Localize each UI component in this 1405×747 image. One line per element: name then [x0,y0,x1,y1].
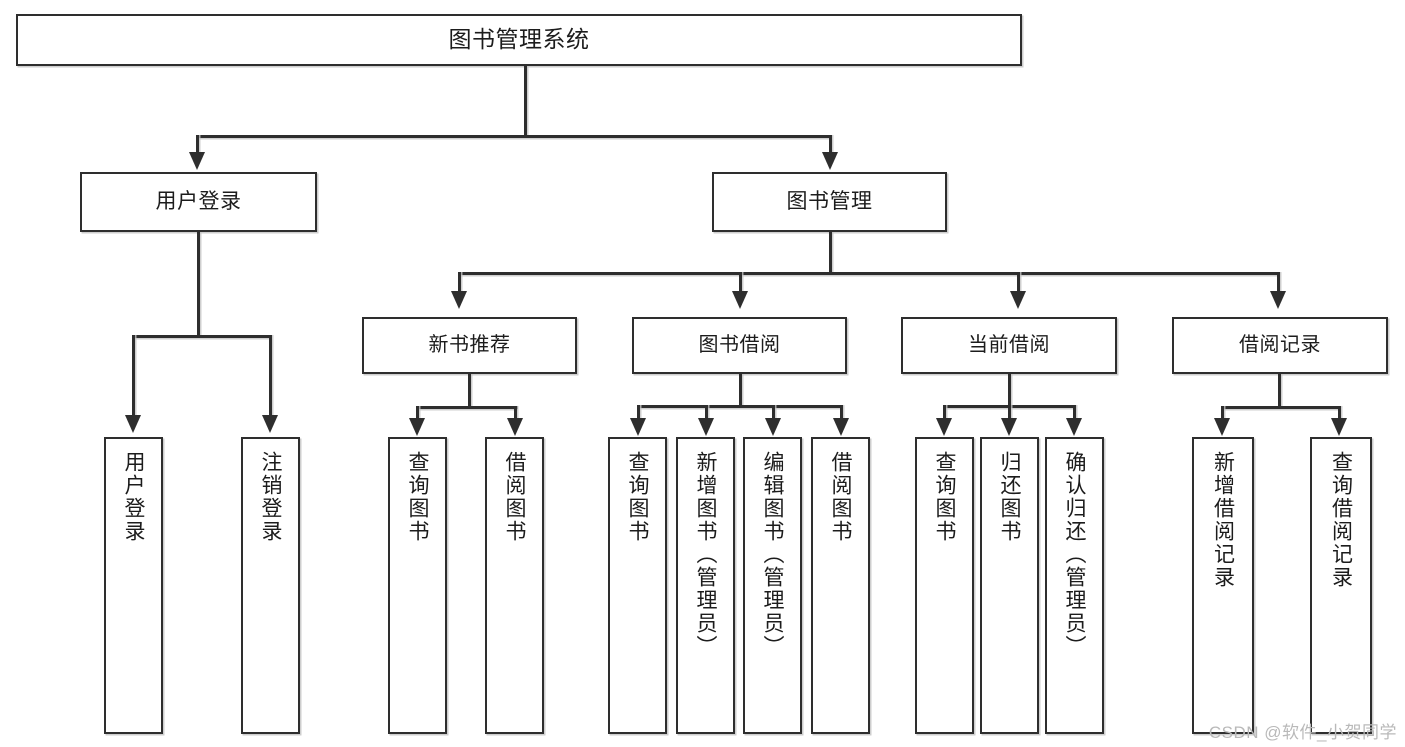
connector-user-login-bar [132,335,272,338]
node-label: 用户登录 [155,190,242,214]
connector-borrow-record-c1 [1221,406,1224,420]
connector-new-book-c2 [514,406,517,420]
connector-book-borrow-stem [739,374,742,405]
leaf-query-book-borrow[interactable]: 查询图书 [608,437,667,734]
connector-book-manage-bar [458,272,1280,275]
watermark: CSDN @软件_小贺同学 [1208,723,1397,742]
node-label: 归还图书 [998,451,1021,543]
arrowhead-book-borrow [732,291,748,309]
leaf-borrow-book[interactable]: 借阅图书 [811,437,870,734]
node-label: 用户登录 [122,451,145,543]
arrowhead-borrow-book-2 [833,418,849,436]
connector-root-to-book-manage [829,135,832,155]
arrowhead-query-record [1331,418,1347,436]
node-label: 图书借阅 [698,334,781,357]
connector-to-book-borrow [739,272,742,294]
node-label: 注销登录 [259,451,282,543]
connector-new-book-bar [416,406,518,409]
connector-to-current-borrow [1017,272,1020,294]
arrowhead-return-book [1001,418,1017,436]
leaf-query-book-recommend[interactable]: 查询图书 [388,437,447,734]
node-label: 编辑图书（管理员） [761,451,784,658]
arrowhead-edit-book [765,418,781,436]
connector-to-borrow-record [1277,272,1280,294]
node-label: 新增图书（管理员） [694,451,717,658]
node-current-borrow[interactable]: 当前借阅 [901,317,1117,374]
leaf-user-login[interactable]: 用户登录 [104,437,163,734]
arrowhead-confirm-return [1066,418,1082,436]
node-label: 确认归还（管理员） [1063,451,1086,658]
connector-to-new-book [458,272,461,294]
node-book-manage[interactable]: 图书管理 [712,172,947,232]
connector-current-borrow-c3 [1073,405,1076,420]
connector-current-borrow-c2 [1008,405,1011,420]
connector-new-book-stem [468,374,471,406]
leaf-edit-book-admin[interactable]: 编辑图书（管理员） [743,437,802,734]
leaf-logout[interactable]: 注销登录 [241,437,300,734]
node-new-book-recommend[interactable]: 新书推荐 [362,317,577,374]
connector-root-stem [524,66,527,135]
node-label: 借阅图书 [829,451,852,543]
arrowhead-add-record [1214,418,1230,436]
arrowhead-leaf-logout [262,415,278,433]
connector-user-login-right [269,335,272,418]
arrowhead-add-book [698,418,714,436]
node-label: 查询图书 [933,451,956,543]
connector-book-borrow-c1 [637,405,640,420]
arrowhead-new-book-recommend [451,291,467,309]
node-label: 图书管理 [786,190,873,214]
node-borrow-record[interactable]: 借阅记录 [1172,317,1388,374]
node-label: 新增借阅记录 [1211,451,1235,589]
node-label: 查询图书 [626,451,649,543]
connector-root-to-user-login [196,135,199,155]
connector-borrow-record-stem [1278,374,1281,406]
leaf-query-borrow-record[interactable]: 查询借阅记录 [1310,437,1372,734]
leaf-return-book[interactable]: 归还图书 [980,437,1039,734]
leaf-borrow-book-recommend[interactable]: 借阅图书 [485,437,544,734]
connector-book-borrow-c3 [772,405,775,420]
arrowhead-borrow-record [1270,291,1286,309]
leaf-confirm-return-admin[interactable]: 确认归还（管理员） [1045,437,1104,734]
arrowhead-user-login [189,152,205,170]
connector-current-borrow-c1 [943,405,946,420]
node-label: 借阅图书 [503,451,526,543]
arrowhead-borrow-book-1 [507,418,523,436]
node-label: 查询图书 [406,451,429,543]
node-book-borrow[interactable]: 图书借阅 [632,317,847,374]
arrowhead-query-book-3 [936,418,952,436]
connector-borrow-record-bar [1221,406,1341,409]
node-label: 图书管理系统 [448,26,590,53]
connector-current-borrow-stem [1008,374,1011,405]
arrowhead-book-manage [822,152,838,170]
connector-root-bar [196,135,832,138]
connector-book-manage-stem [829,232,832,272]
connector-borrow-record-c2 [1338,406,1341,420]
connector-new-book-c1 [416,406,419,420]
leaf-add-book-admin[interactable]: 新增图书（管理员） [676,437,735,734]
leaf-query-book-current[interactable]: 查询图书 [915,437,974,734]
connector-book-borrow-bar [637,405,842,408]
node-user-login[interactable]: 用户登录 [80,172,317,232]
arrowhead-query-book-1 [409,418,425,436]
arrowhead-leaf-user-login [125,415,141,433]
leaf-add-borrow-record[interactable]: 新增借阅记录 [1192,437,1254,734]
node-label: 新书推荐 [428,334,511,357]
node-root-system[interactable]: 图书管理系统 [16,14,1022,66]
connector-book-borrow-c4 [840,405,843,420]
arrowhead-current-borrow [1010,291,1026,309]
node-label: 借阅记录 [1239,334,1321,357]
arrowhead-query-book-2 [630,418,646,436]
connector-book-borrow-c2 [705,405,708,420]
connector-user-login-stem [197,232,200,335]
node-label: 查询借阅记录 [1329,451,1353,589]
connector-user-login-left [132,335,135,418]
node-label: 当前借阅 [968,334,1050,357]
